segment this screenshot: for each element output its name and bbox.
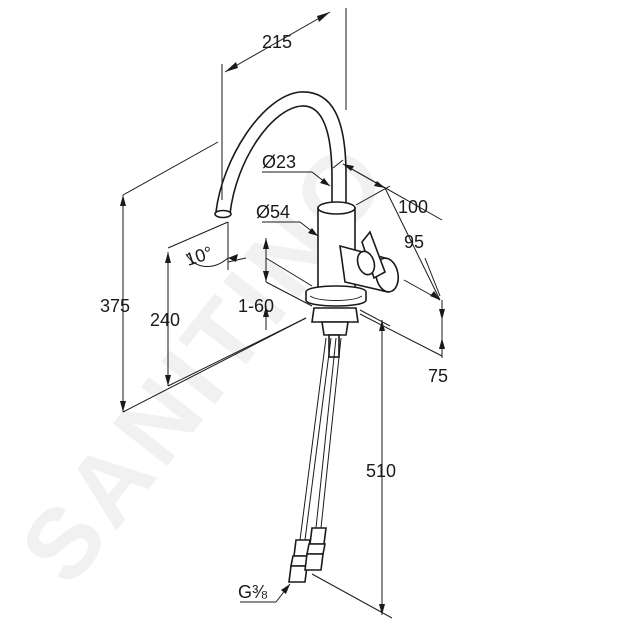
mounting-nut (321, 321, 349, 336)
mounting-plate (311, 307, 359, 323)
faucet-outline (214, 91, 400, 583)
dimension-lines (120, 8, 445, 619)
lever-knob (356, 250, 376, 276)
spout-tip (214, 209, 232, 219)
base-ring (305, 285, 367, 307)
body-top (317, 201, 356, 215)
label-offset-75: 75 (428, 366, 448, 386)
label-spout-diameter: Ø23 (262, 152, 296, 172)
label-hose-length: 510 (366, 461, 396, 481)
watermark: SANITINO (0, 120, 411, 603)
supply-hose-left (299, 337, 332, 541)
hose-fittings (288, 527, 327, 583)
label-spout-reach: 215 (262, 32, 292, 52)
label-offset-100: 100 (398, 197, 428, 217)
label-body-diameter: Ø54 (256, 202, 290, 222)
label-thread: G⅜ (238, 582, 268, 602)
label-outlet-height: 240 (150, 310, 180, 330)
supply-hose-right (315, 337, 342, 529)
label-counter-thickness: 1-60 (238, 296, 274, 316)
label-offset-95: 95 (404, 232, 424, 252)
label-total-height: 375 (100, 296, 130, 316)
